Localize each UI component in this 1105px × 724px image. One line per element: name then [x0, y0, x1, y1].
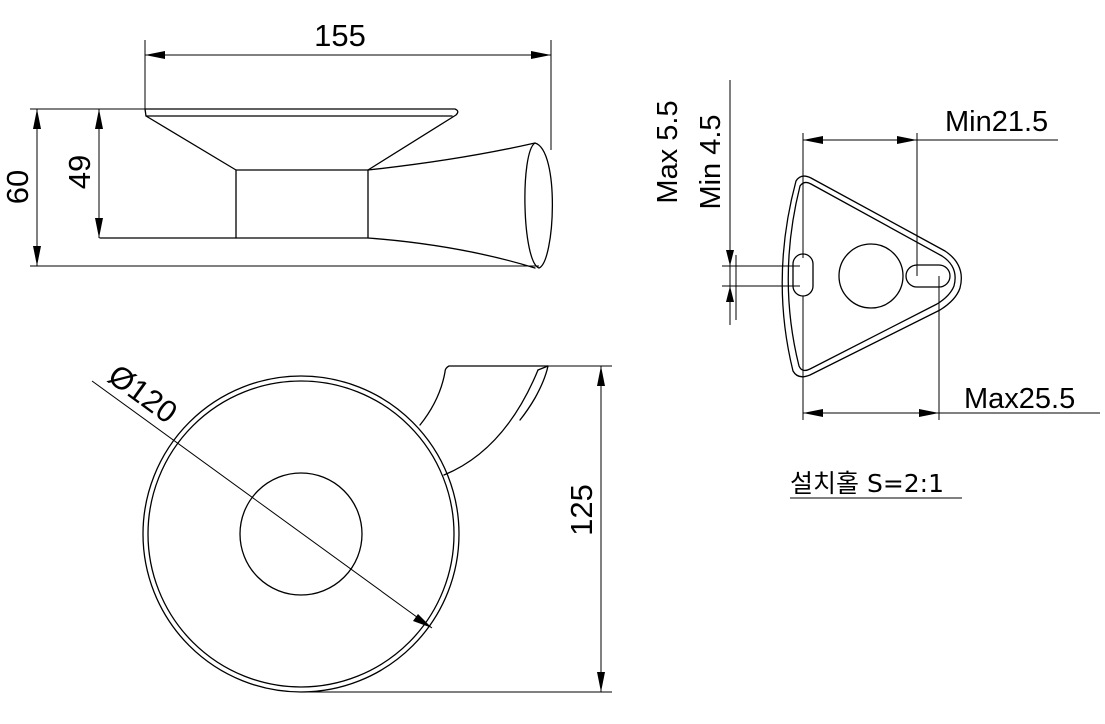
- arm-inner: [443, 369, 539, 476]
- side-view: 155 60 49: [0, 18, 553, 269]
- hub-circle: [239, 472, 363, 596]
- arrow: [597, 366, 605, 386]
- arrow: [726, 286, 734, 302]
- arrow: [145, 51, 165, 59]
- wall-flange: [524, 142, 553, 269]
- arrow: [95, 218, 103, 238]
- arm-outer: [419, 365, 549, 426]
- plate-outline-inner: [787, 181, 956, 372]
- dim-label-slot-max: Max 5.5: [652, 100, 684, 203]
- top-view: Ø120 125: [91, 357, 612, 693]
- dish-outer-circle: [142, 375, 460, 693]
- arm-top-curve: [367, 142, 536, 171]
- dim-label-125: 125: [564, 484, 599, 536]
- dim-label-49: 49: [62, 155, 97, 189]
- slot-right: [905, 264, 951, 288]
- arrow: [803, 136, 823, 144]
- arrow: [33, 109, 41, 129]
- plate-outline-outer: [781, 175, 962, 378]
- slot-left: [792, 253, 814, 297]
- mounting-hole-detail: Max 5.5 Min 4.5 Min21.5 Max25.5 설치홀 S=2:…: [652, 80, 1100, 499]
- arrow: [33, 246, 41, 266]
- caption: 설치홀 S=2:1: [790, 469, 944, 498]
- hub-block: [235, 169, 369, 239]
- arrow: [919, 409, 939, 417]
- dish-plate: [144, 108, 459, 171]
- arrow: [726, 250, 734, 266]
- dim-line-120: [91, 380, 433, 629]
- arm-bottom-curve: [367, 237, 536, 269]
- dim-label-max25: Max25.5: [964, 383, 1075, 415]
- dim-label-120: Ø120: [102, 357, 184, 430]
- arrow: [531, 51, 551, 59]
- arrow: [897, 136, 917, 144]
- arrow: [95, 109, 103, 129]
- dim-label-60: 60: [0, 170, 35, 204]
- dish-inner-circle: [147, 380, 455, 688]
- arrow: [803, 409, 823, 417]
- dim-label-min21: Min21.5: [945, 106, 1048, 138]
- arm-tip-edge: [537, 365, 549, 371]
- center-hole: [838, 243, 904, 309]
- dim-label-155: 155: [314, 18, 366, 53]
- dim-label-slot-min: Min 4.5: [695, 114, 727, 209]
- arrow: [413, 614, 432, 628]
- arm-tip: [519, 365, 549, 421]
- arrow: [597, 672, 605, 692]
